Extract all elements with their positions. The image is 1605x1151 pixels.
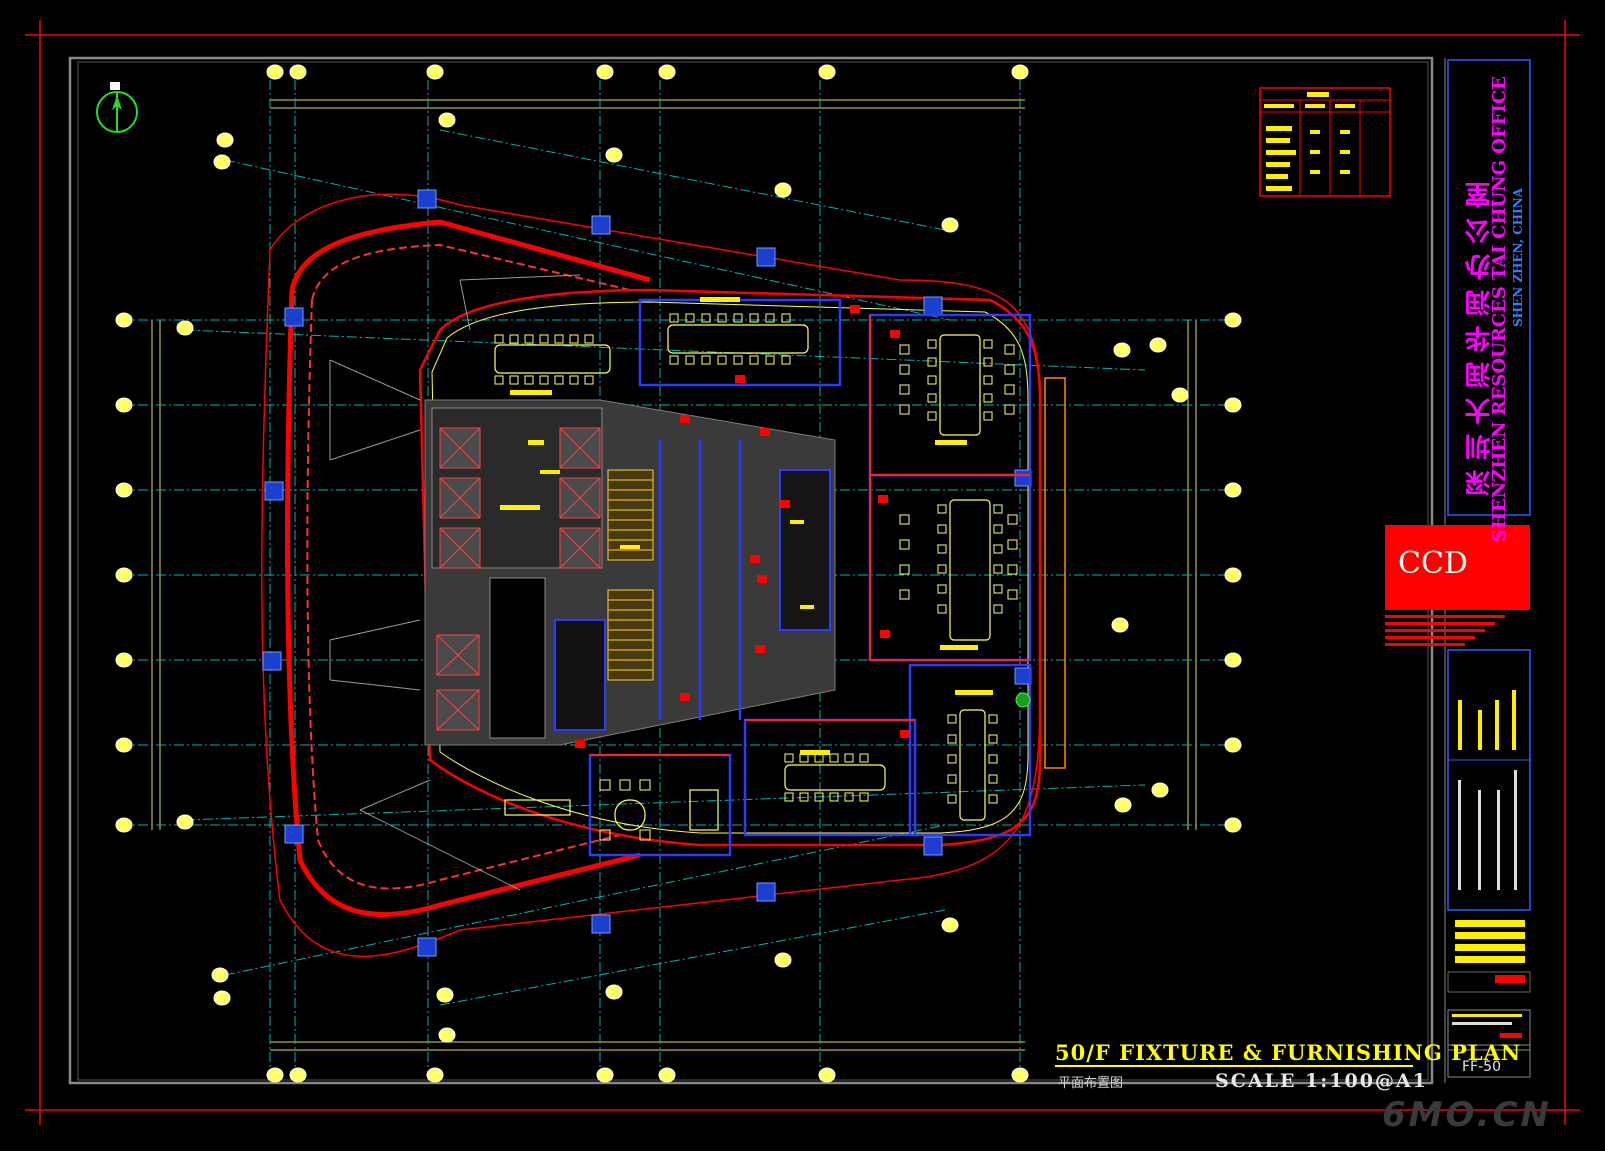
- ceiling-lines: [329, 274, 581, 891]
- walls: [590, 315, 1030, 756]
- project-title-block: 深圳大润华润办公室 SHENZHEN RESOURCES TAI CHUNG O…: [1455, 68, 1527, 542]
- plant-icon: [1015, 692, 1031, 708]
- structural-columns: [262, 189, 1032, 957]
- crop-frame: [25, 20, 1580, 1125]
- drawing-title: 50/F FIXTURE & FURNISHING PLAN: [1055, 1040, 1522, 1065]
- company-logo: CCD: [1398, 546, 1468, 581]
- drawing-subtitle: 平面布置图: [1058, 1076, 1124, 1091]
- project-name-en: SHENZHEN RESOURCES TAI CHUNG OFFICE: [1489, 76, 1510, 542]
- facade-strip: [1044, 377, 1066, 769]
- sheet-number: FF-50: [1462, 1059, 1501, 1075]
- room-tags: [500, 297, 993, 755]
- building-core: [424, 399, 836, 746]
- furniture: [494, 324, 991, 831]
- drawing-scale: SCALE 1:100@A1: [1215, 1070, 1428, 1092]
- red-tags: [575, 305, 910, 748]
- project-location: SHEN ZHEN, CHINA: [1511, 188, 1525, 327]
- legend-table: [1259, 87, 1391, 197]
- watermark: 6MO.CN: [1382, 1095, 1552, 1135]
- title-block: [1385, 59, 1531, 1078]
- chairs: [494, 313, 1018, 841]
- grid-bubbles: [115, 64, 1242, 1083]
- north-arrow-icon: [96, 82, 138, 133]
